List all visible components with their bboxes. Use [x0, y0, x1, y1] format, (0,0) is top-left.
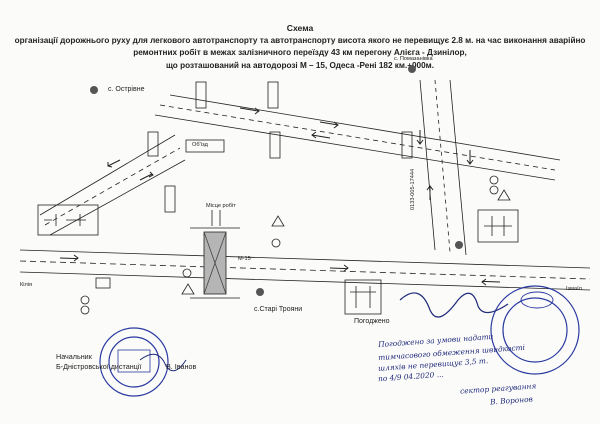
- village-marker-stari-troyany: [256, 288, 264, 296]
- sign-detour-horizontal: [185, 139, 225, 153]
- title-line-4: що розташований на автодорозі М – 15, Од…: [166, 60, 434, 70]
- inset-south-lines: [350, 286, 376, 308]
- title-heading: Схема: [286, 23, 314, 33]
- round-sign-2: [182, 268, 192, 278]
- inset-east-lines: [484, 216, 512, 236]
- label-road-m15: М-15: [238, 256, 251, 262]
- sign-detour-5: [164, 185, 176, 213]
- local-road-edge-top: [169, 94, 561, 161]
- signature-agreed: [399, 292, 509, 318]
- west-road-edge-bottom: [49, 159, 186, 236]
- sign-detour-3: [147, 131, 159, 157]
- sign-detour-2: [267, 81, 279, 109]
- label-kiliya: Кілія: [20, 282, 33, 288]
- west-road-edge-top: [39, 134, 176, 216]
- label-vertical-code: 0133-005-17444: [410, 168, 416, 210]
- footer-name: В. Іванов: [166, 362, 197, 371]
- inset-detail-south: [344, 279, 382, 315]
- footer-position: Начальник Б-Дністровської дистанції: [56, 352, 141, 372]
- inset-detail-west: [37, 204, 99, 236]
- signature-chief: [139, 353, 187, 372]
- warning-triangle-1: [271, 215, 285, 227]
- left-sign-box: [95, 277, 111, 289]
- round-sign-3: [489, 175, 499, 185]
- local-road-edge-bottom: [154, 114, 556, 181]
- title-line-2: організації дорожнього руху для легковог…: [14, 35, 586, 45]
- work-zone-pointer: [211, 210, 221, 226]
- footer-line-2: Б-Дністровської дистанції: [56, 362, 142, 371]
- label-izmail: Ізмаїл: [566, 286, 582, 292]
- village-marker-pomazanivka: [408, 65, 416, 73]
- village-marker-ostrivne: [90, 86, 98, 94]
- label-sign-detour: Об'їзд: [192, 142, 208, 148]
- warning-triangle-3: [497, 189, 511, 201]
- vertical-road-centerline: [434, 79, 451, 253]
- village-marker-east: [455, 241, 463, 249]
- warning-triangle-2: [181, 283, 195, 295]
- inset-detail-east: [477, 209, 519, 243]
- sign-detour-6: [401, 131, 413, 159]
- round-sign-4: [489, 185, 499, 195]
- scheme-title: Схема організації дорожнього руху для ле…: [0, 22, 600, 72]
- highway-edge-top: [19, 249, 591, 269]
- footer-line-1: Начальник: [56, 352, 92, 361]
- inset-west-lines: [44, 214, 86, 226]
- west-road-centerline: [44, 147, 181, 226]
- vertical-road-edge-right: [449, 79, 467, 256]
- rail-lines: [190, 227, 240, 299]
- highway-edge-bottom: [19, 271, 591, 291]
- stamp-right: [490, 285, 580, 375]
- highway-centerline: [19, 260, 591, 280]
- label-ostrivne: с. Острівне: [108, 86, 145, 93]
- label-agreed: Погоджено: [354, 318, 390, 325]
- label-pomazanivka: с. Помазанівка: [394, 56, 433, 62]
- round-sign-1: [271, 238, 281, 248]
- label-stari-troyany: с.Старі Трояни: [254, 306, 303, 313]
- local-road-centerline: [159, 104, 556, 171]
- vertical-road-edge-left: [419, 79, 436, 251]
- label-work-place: Місце робіт: [206, 203, 236, 209]
- sign-detour-4: [269, 131, 281, 159]
- round-sign-6: [80, 305, 90, 315]
- round-sign-5: [80, 295, 90, 305]
- work-zone-hatch: [203, 231, 227, 295]
- sign-detour-1: [195, 81, 207, 109]
- stamp-left: [99, 327, 169, 397]
- title-line-3: ремонтних робіт в межах залізничного пер…: [133, 48, 467, 58]
